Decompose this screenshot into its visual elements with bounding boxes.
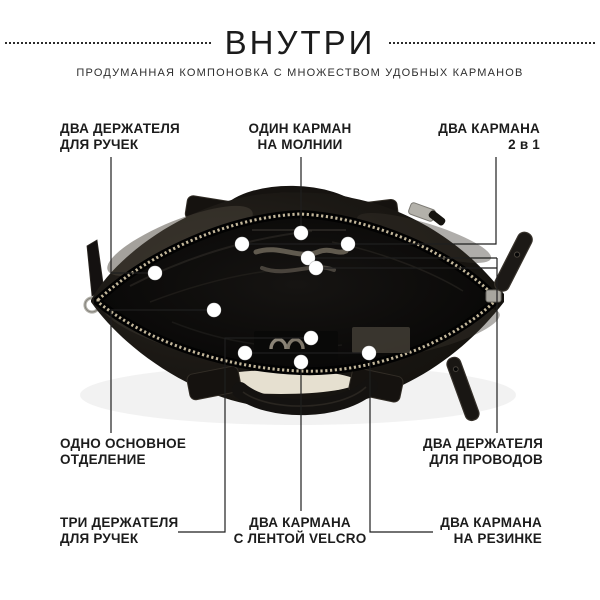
callout-text: ДВА КАРМАНА <box>440 515 542 530</box>
marker-dot <box>147 265 163 281</box>
header-rule-left <box>4 42 211 44</box>
callout-label-main-compartment: ОДНО ОСНОВНОЕ ОТДЕЛЕНИЕ <box>60 436 186 468</box>
callout-line <box>178 337 311 533</box>
marker-dot <box>293 225 309 241</box>
zipper-pull-bottom <box>446 356 480 422</box>
callout-text: НА РЕЗИНКЕ <box>453 531 542 546</box>
marker-dot <box>300 250 316 266</box>
callout-text: ОТДЕЛЕНИЕ <box>60 452 146 467</box>
callout-label-two-in-one: ДВА КАРМАНА 2 в 1 <box>400 121 540 153</box>
callout-text: ДВА ДЕРЖАТЕЛЯ <box>423 436 543 451</box>
callout-line <box>245 352 433 533</box>
callout-text: ДЛЯ ПРОВОДОВ <box>429 452 543 467</box>
callout-label-elastic-pockets: ДВА КАРМАНА НА РЕЗИНКЕ <box>402 515 542 547</box>
callout-lines <box>110 157 498 533</box>
callout-text: 2 в 1 <box>508 137 540 152</box>
callout-text: ОДНО ОСНОВНОЕ <box>60 436 187 451</box>
callout-label-pen-holders-top: ДВА ДЕРЖАТЕЛЯ ДЛЯ РУЧЕК <box>60 121 180 153</box>
page-title: ВНУТРИ <box>224 24 376 61</box>
marker-dot <box>206 302 222 318</box>
marker-dots <box>147 225 377 370</box>
callout-line <box>110 157 155 274</box>
zipper-slider-right <box>485 289 502 303</box>
callout-text: С ЛЕНТОЙ VELCRO <box>233 531 367 546</box>
callout-label-pen-holders-three: ТРИ ДЕРЖАТЕЛЯ ДЛЯ РУЧЕК <box>60 515 178 547</box>
marker-dot <box>340 236 356 252</box>
marker-dot <box>237 345 253 361</box>
marker-dot <box>361 345 377 361</box>
marker-dot <box>234 236 250 252</box>
callout-text: ДВА КАРМАНА <box>438 121 540 136</box>
callout-label-wire-holders: ДВА ДЕРЖАТЕЛЯ ДЛЯ ПРОВОДОВ <box>403 436 543 468</box>
callout-label-zip-pocket: ОДИН КАРМАН НА МОЛНИИ <box>230 121 370 153</box>
callout-text: ТРИ ДЕРЖАТЕЛЯ <box>60 515 179 530</box>
callout-text: НА МОЛНИИ <box>257 137 343 152</box>
callout-text: ДВА ДЕРЖАТЕЛЯ <box>60 121 180 136</box>
callout-text: ДЛЯ РУЧЕК <box>60 531 139 546</box>
page-subtitle: ПРОДУМАННАЯ КОМПОНОВКА С МНОЖЕСТВОМ УДОБ… <box>76 67 524 79</box>
callout-line <box>242 157 497 245</box>
header: ВНУТРИ ПРОДУМАННАЯ КОМПОНОВКА С МНОЖЕСТВ… <box>0 24 600 79</box>
callout-text: ОДИН КАРМАН <box>248 121 352 136</box>
zipper-slider-top <box>408 202 446 226</box>
marker-dot <box>293 354 309 370</box>
callout-text: ДЛЯ РУЧЕК <box>60 137 139 152</box>
marker-dot <box>303 330 319 346</box>
marker-dot <box>308 260 324 276</box>
bottom-handle <box>186 365 404 416</box>
callout-label-velcro-pockets: ДВА КАРМАНА С ЛЕНТОЙ VELCRO <box>230 515 370 547</box>
callout-line <box>308 257 498 433</box>
callout-line <box>110 309 214 433</box>
zipper-pull-right <box>494 231 533 292</box>
header-rule-right <box>389 42 596 44</box>
callout-text: ДВА КАРМАНА <box>249 515 351 530</box>
